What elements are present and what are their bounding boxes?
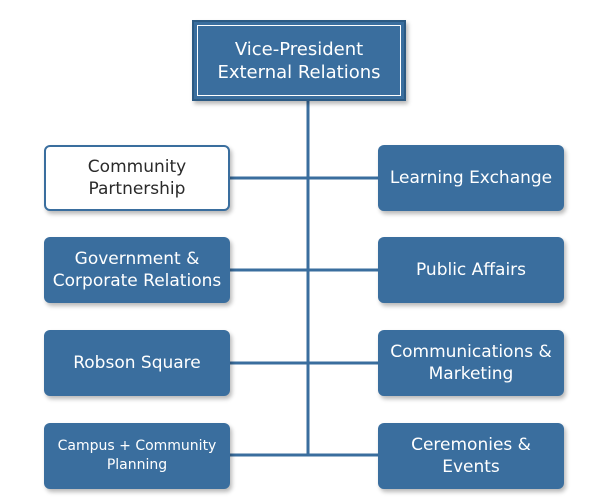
root-box-label: Vice-President External Relations <box>217 38 381 83</box>
root-box-vice-president: Vice-President External Relations <box>192 20 406 101</box>
unit-box-label: Campus + Community Planning <box>57 438 217 473</box>
unit-box-label: Ceremonies & Events <box>411 435 531 477</box>
unit-box-community-partnership: Community Partnership <box>44 145 230 211</box>
unit-box-label: Robson Square <box>73 353 201 373</box>
unit-box-robson-square: Robson Square <box>44 330 230 396</box>
unit-box-government-corporate-relations: Government & Corporate Relations <box>44 237 230 303</box>
unit-box-communications-marketing: Communications & Marketing <box>378 330 564 396</box>
unit-box-campus-community-planning: Campus + Community Planning <box>44 423 230 489</box>
unit-box-label: Communications & Marketing <box>390 342 552 384</box>
unit-box-label: Learning Exchange <box>389 168 553 188</box>
unit-box-public-affairs: Public Affairs <box>378 237 564 303</box>
unit-box-label: Government & Corporate Relations <box>52 249 222 291</box>
unit-box-label: Public Affairs <box>415 260 527 280</box>
unit-box-learning-exchange: Learning Exchange <box>378 145 564 211</box>
unit-box-ceremonies-events: Ceremonies & Events <box>378 423 564 489</box>
unit-box-label: Community Partnership <box>87 157 187 199</box>
